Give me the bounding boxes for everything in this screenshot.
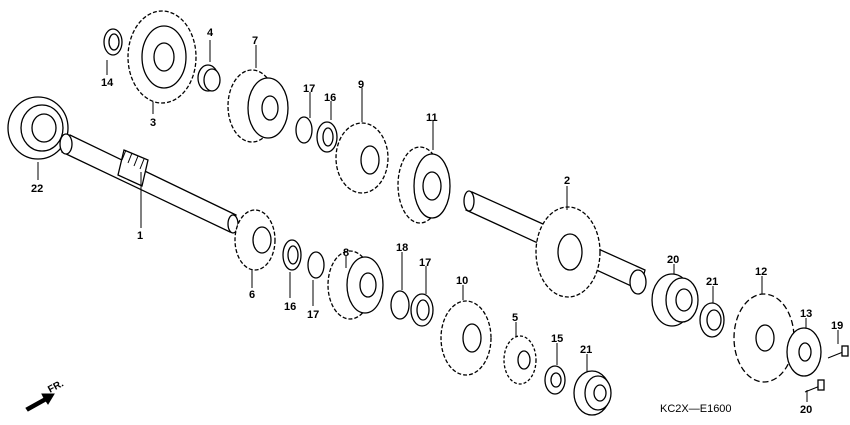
- part-19-bearing: [573, 370, 612, 416]
- part-20-oil-seal: [699, 302, 725, 338]
- part-1-mainshaft: [59, 133, 239, 234]
- callout-2: 2: [564, 175, 570, 187]
- callout-10: 10: [456, 275, 468, 287]
- part-12-sprocket: [733, 293, 795, 383]
- front-direction-indicator: FR.: [25, 378, 66, 412]
- callout-3: 3: [150, 117, 156, 129]
- front-arrow-icon: [25, 393, 55, 412]
- part-15-washer: [544, 365, 566, 395]
- part-16-washer-lower: [282, 239, 302, 271]
- callout-1: 1: [137, 230, 143, 242]
- callout-9: 9: [358, 79, 364, 91]
- callout-17-right: 18: [396, 242, 408, 254]
- part-9-gear: [335, 122, 389, 194]
- part-21-bolt-lower: [804, 379, 825, 393]
- part-8-gear: [327, 250, 384, 320]
- callout-16-right: 17: [419, 257, 431, 269]
- callout-6: 6: [249, 289, 255, 301]
- part-21-bolt-upper: [827, 345, 849, 359]
- leader-lines: [37, 40, 839, 402]
- callout-labels: 14 3 4 7 17 16 9 11 2 22 1 6 8 18 17 16 …: [31, 27, 843, 416]
- callout-17-lower: 17: [307, 309, 319, 321]
- part-11-gear: [397, 146, 451, 224]
- part-17-circlip-right: [390, 290, 410, 320]
- part-5-gear: [503, 335, 537, 385]
- callout-21-upper: 19: [831, 320, 843, 332]
- part-13-fixing-plate: [786, 327, 822, 377]
- part-14-washer: [103, 28, 123, 56]
- callout-17-top: 17: [303, 83, 315, 95]
- part-4-bushing: [197, 64, 221, 92]
- callout-13: 13: [800, 308, 812, 320]
- callout-20: 21: [706, 276, 718, 288]
- part-10-gear: [440, 300, 492, 376]
- callout-18: 20: [667, 254, 679, 266]
- part-16-washer: [316, 121, 338, 153]
- callout-19: 21: [580, 344, 592, 356]
- callout-21-lower: 20: [800, 404, 812, 416]
- callout-16-lower: 16: [284, 301, 296, 313]
- part-2-countershaft: [463, 190, 647, 298]
- callout-15: 15: [551, 333, 563, 345]
- diagram-code: KC2X—E1600: [660, 403, 732, 415]
- callout-22: 22: [31, 183, 43, 195]
- callout-11: 11: [426, 112, 438, 124]
- part-6-gear: [234, 209, 276, 271]
- part-22-bearing: [7, 96, 69, 160]
- callout-4: 4: [207, 27, 214, 39]
- part-18-bearing: [651, 273, 699, 327]
- part-7-gear: [227, 69, 289, 143]
- callout-8: 8: [343, 247, 349, 259]
- part-16-washer-right: [410, 293, 434, 327]
- callout-5: 5: [512, 312, 518, 324]
- callout-7: 7: [252, 35, 258, 47]
- part-17-circlip: [295, 116, 313, 144]
- callout-12: 12: [755, 266, 767, 278]
- front-label: FR.: [46, 378, 66, 395]
- part-17-circlip-lower: [307, 251, 325, 279]
- callout-14: 14: [101, 77, 114, 89]
- part-3-gear: [127, 10, 197, 104]
- callout-16-top: 16: [324, 92, 336, 104]
